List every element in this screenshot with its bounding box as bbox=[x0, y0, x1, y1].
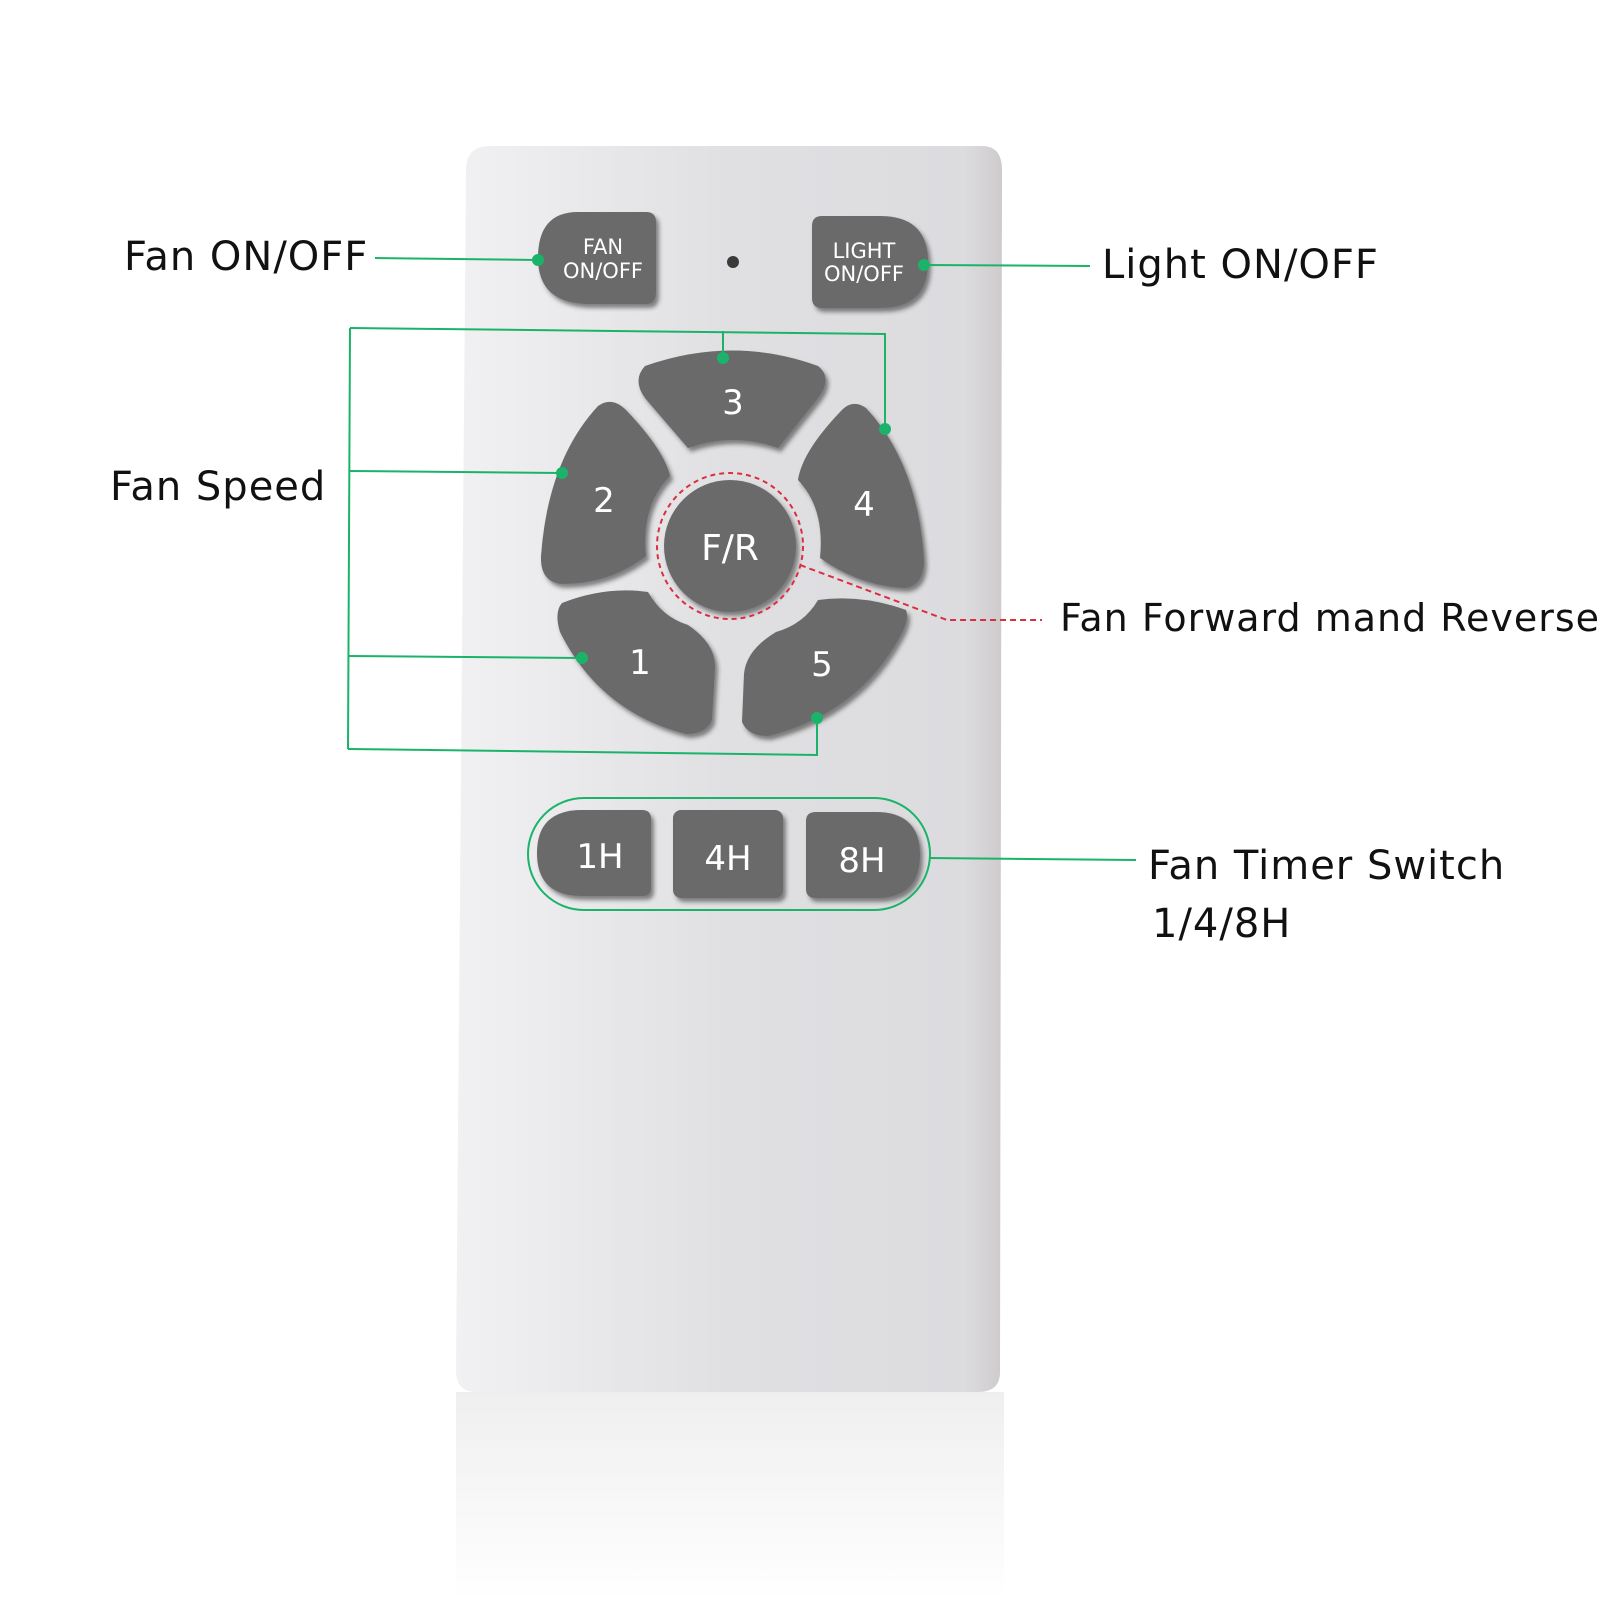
timer-1h-label: 1H bbox=[576, 837, 623, 877]
speed-2-label: 2 bbox=[593, 481, 615, 521]
light-button-label-line2: ON/OFF bbox=[824, 262, 904, 286]
speed-4-button[interactable]: 4 bbox=[798, 403, 924, 588]
fan-button-label-line2: ON/OFF bbox=[563, 259, 643, 283]
light-on-off-callout: Light ON/OFF bbox=[1102, 242, 1379, 288]
light-on-off-leader bbox=[918, 259, 1091, 271]
light-on-off-button[interactable]: LIGHT ON/OFF bbox=[812, 216, 928, 308]
timer-8h-button[interactable]: 8H bbox=[806, 812, 920, 898]
speed-3-label: 3 bbox=[722, 383, 744, 423]
light-button-label-line1: LIGHT bbox=[833, 239, 896, 263]
forward-reverse-highlight bbox=[656, 472, 804, 620]
speed-5-label: 5 bbox=[811, 645, 833, 685]
indicator-led bbox=[727, 256, 739, 268]
speed-1-label: 1 bbox=[629, 643, 651, 683]
forward-reverse-leader bbox=[799, 564, 1042, 621]
timer-leader bbox=[527, 797, 1137, 911]
speed-2-button[interactable]: 2 bbox=[540, 401, 670, 584]
fan-button-label-line1: FAN bbox=[583, 235, 623, 259]
fan-timer-callout-line1: Fan Timer Switch bbox=[1148, 843, 1506, 889]
fan-speed-leader bbox=[347, 327, 886, 757]
fan-speed-callout: Fan Speed bbox=[110, 464, 327, 510]
remote-reflection bbox=[456, 1392, 1004, 1601]
forward-reverse-label: F/R bbox=[701, 528, 759, 569]
speed-4-label: 4 bbox=[853, 485, 875, 525]
timer-4h-label: 4H bbox=[704, 839, 751, 879]
speed-5-button[interactable]: 5 bbox=[742, 598, 907, 736]
fan-on-off-button[interactable]: FAN ON/OFF bbox=[538, 212, 656, 304]
fan-on-off-leader bbox=[374, 254, 544, 266]
fan-speed-leader-dots bbox=[556, 352, 891, 724]
speed-3-button[interactable]: 3 bbox=[638, 350, 826, 449]
fan-forward-reverse-callout: Fan Forward mand Reverse bbox=[1060, 596, 1601, 640]
speed-1-button[interactable]: 1 bbox=[557, 590, 716, 734]
fan-on-off-callout: Fan ON/OFF bbox=[124, 234, 369, 280]
timer-1h-button[interactable]: 1H bbox=[537, 810, 651, 896]
timer-8h-label: 8H bbox=[838, 841, 885, 881]
fan-timer-callout-line2: 1/4/8H bbox=[1152, 901, 1292, 947]
timer-4h-button[interactable]: 4H bbox=[673, 810, 783, 898]
forward-reverse-button[interactable]: F/R bbox=[664, 480, 796, 612]
